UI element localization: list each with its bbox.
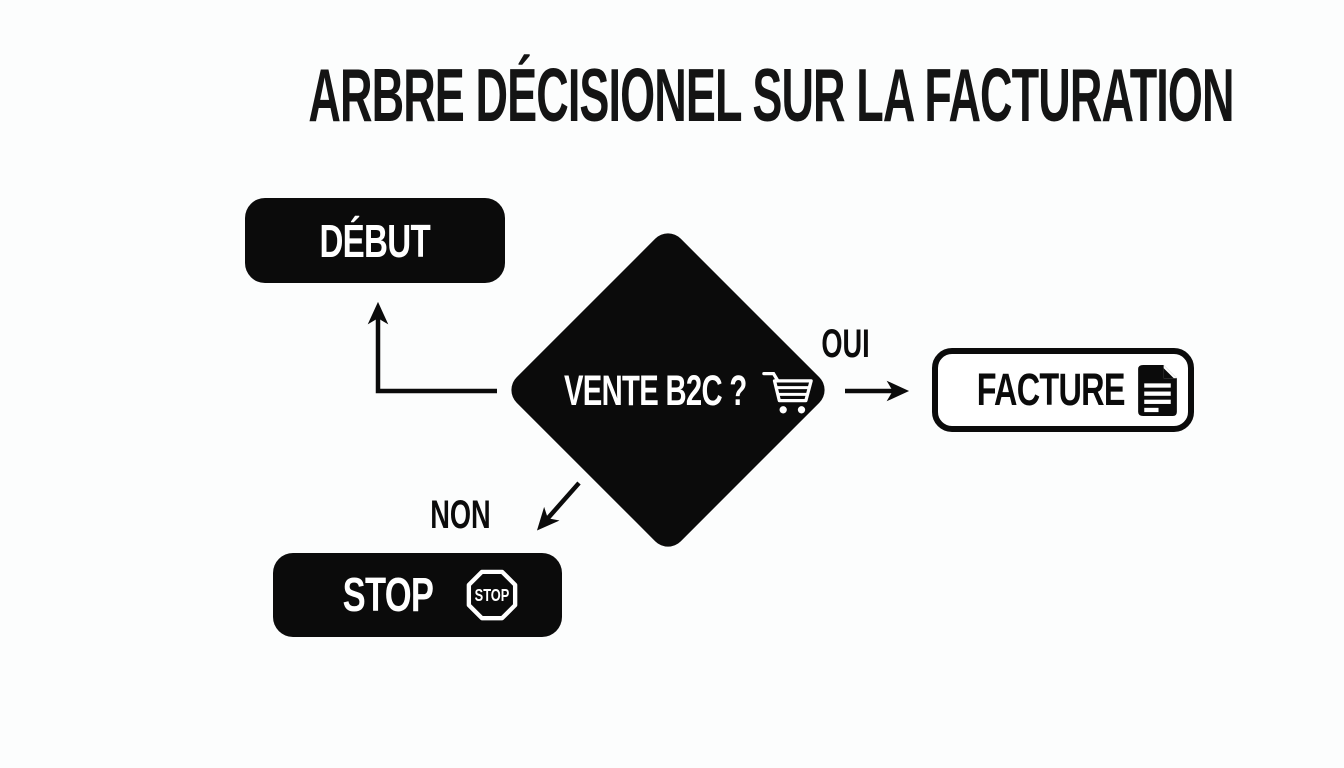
start-node-label: DÉBUT xyxy=(319,214,431,267)
page-title: ARBRE DÉCISIONEL SUR LA FACTURATION xyxy=(0,55,1344,135)
start-node: DÉBUT xyxy=(245,198,505,283)
edge-loop-to-start xyxy=(367,301,497,394)
invoice-document-icon xyxy=(1138,364,1178,416)
decision-node-label: VENTE B2C ? xyxy=(563,366,747,415)
stop-node-label: STOP xyxy=(342,568,433,622)
stop-node: STOP STOP xyxy=(273,553,562,637)
edge-label-non-text: NON xyxy=(429,493,491,537)
invoice-node-label: FACTURE xyxy=(976,364,1126,415)
edge-label-non: NON xyxy=(410,493,510,537)
shopping-cart-icon xyxy=(762,372,814,414)
edge-no-to-stop xyxy=(536,481,581,531)
edge-label-oui-text: OUI xyxy=(821,322,871,366)
page-title-text: ARBRE DÉCISIONEL SUR LA FACTURATION xyxy=(308,53,1234,137)
edge-label-oui: OUI xyxy=(796,322,896,366)
stop-sign-text: STOP xyxy=(475,585,510,605)
invoice-node: FACTURE xyxy=(932,348,1194,432)
decision-node-label-row: VENTE B2C ? xyxy=(495,360,841,422)
stop-sign-icon: STOP xyxy=(467,569,518,621)
